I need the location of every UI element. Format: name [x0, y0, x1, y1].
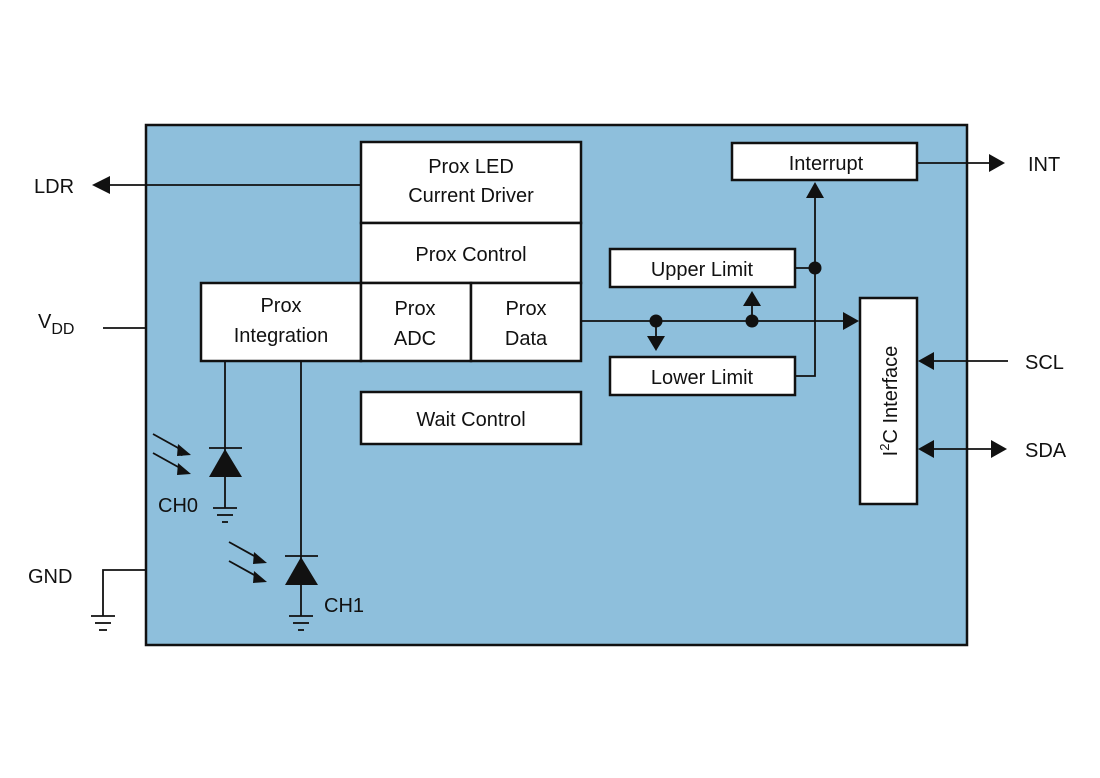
block-wait-control [359, 390, 583, 446]
ch0-light-arrows-icon [152, 433, 191, 475]
ch1-photodiode-icon [285, 555, 318, 631]
gnd-line [102, 569, 146, 616]
ch1-light-arrows-icon [228, 541, 267, 583]
prox-integration-line1: Prox [260, 295, 301, 317]
down-arrow-icon [647, 336, 665, 351]
i2c-interface-label: I2C Interface [877, 346, 902, 457]
prox-adc-line1: Prox [394, 298, 435, 320]
gnd-ground-icon [91, 615, 115, 631]
sda-in-arrow-icon [918, 440, 934, 458]
interrupt-in-arrow-icon [806, 182, 824, 198]
lower-limit-out-line [795, 196, 816, 377]
interrupt-label: Interrupt [789, 153, 864, 175]
data-bus-arrow-icon [843, 312, 859, 330]
up-arrow-icon [743, 291, 761, 306]
int-arrow-icon [989, 154, 1005, 172]
wait-control-label: Wait Control [416, 409, 525, 431]
prox-data-line2: Data [505, 328, 548, 350]
prox-control-label: Prox Control [415, 244, 526, 266]
prox-integration-line2: Integration [234, 325, 329, 347]
scl-arrow-icon [918, 352, 934, 370]
pin-ldr-label: LDR [34, 176, 74, 198]
prox-led-driver-line2: Current Driver [408, 185, 534, 207]
block-interrupt [730, 141, 919, 182]
block-i2c-interface [858, 296, 919, 506]
ch1-label: CH1 [324, 595, 364, 617]
upper-limit-label: Upper Limit [651, 259, 754, 281]
prox-led-driver-line1: Prox LED [428, 156, 514, 178]
pin-scl-label: SCL [1025, 352, 1064, 374]
block-prox-integration [199, 281, 363, 363]
pin-gnd-label: GND [28, 566, 72, 588]
prox-data-line1: Prox [505, 298, 546, 320]
block-prox-led-driver [359, 140, 583, 225]
ch0-label: CH0 [158, 495, 198, 517]
junction-dot [808, 261, 822, 275]
ch0-photodiode-icon [209, 447, 242, 523]
block-lower-limit [608, 355, 797, 397]
ldr-arrow-icon [92, 176, 110, 194]
sda-out-arrow-icon [991, 440, 1007, 458]
block-prox-data [469, 281, 583, 363]
pin-sda-label: SDA [1025, 440, 1067, 462]
lower-limit-label: Lower Limit [651, 367, 754, 389]
pin-int-label: INT [1028, 154, 1060, 176]
pin-vdd-label: VDD [38, 311, 74, 338]
prox-adc-line2: ADC [394, 328, 436, 350]
